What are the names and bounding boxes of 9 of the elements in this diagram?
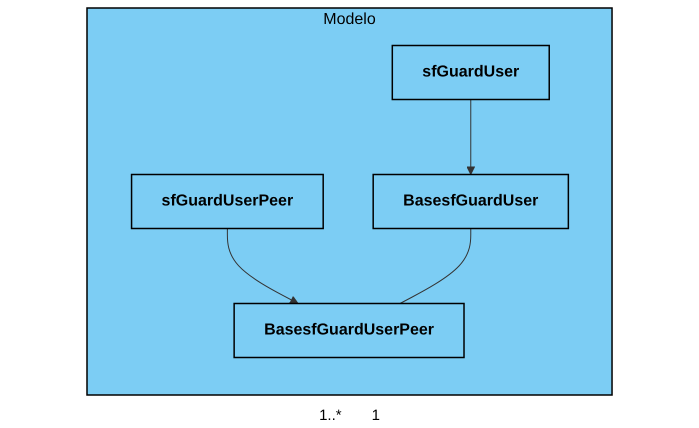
arrow <box>466 99 476 175</box>
multiplicity-label: 1 <box>372 407 380 424</box>
node-box: BasesfGuardUserPeer <box>233 302 465 358</box>
connector <box>400 228 472 304</box>
node-box: sfGuardUser <box>392 44 550 100</box>
node-box: sfGuardUserPeer <box>130 174 324 230</box>
multiplicity-label: 1..* <box>319 407 342 424</box>
node-box: BasesfGuardUser <box>372 174 570 230</box>
arrow <box>226 228 299 304</box>
